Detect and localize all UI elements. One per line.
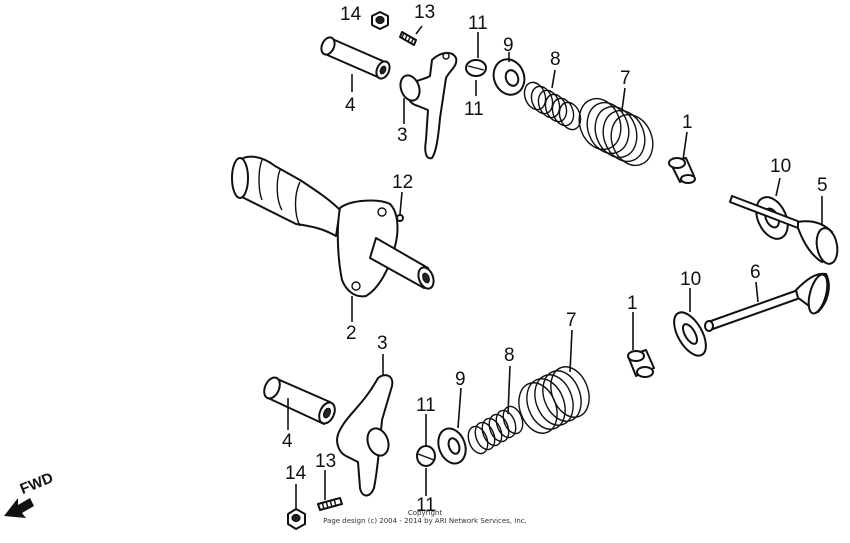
callout-3-top: 3 bbox=[397, 125, 408, 146]
valve-cotter-top bbox=[465, 59, 487, 77]
callout-7-bottom: 7 bbox=[566, 310, 577, 331]
rocker-arm-shaft-top bbox=[320, 36, 391, 80]
exhaust-valve bbox=[729, 195, 839, 265]
callout-1-bottom: 1 bbox=[627, 293, 638, 314]
spring-retainer-bottom bbox=[437, 427, 467, 465]
callout-9-top: 9 bbox=[503, 35, 514, 56]
intake-valve bbox=[704, 272, 830, 332]
callout-10-top: 10 bbox=[770, 156, 792, 177]
leader-lines bbox=[287, 25, 823, 510]
inner-spring-top bbox=[523, 81, 582, 131]
callout-4-top: 4 bbox=[345, 95, 356, 116]
outer-spring-top bbox=[578, 97, 654, 167]
callout-11-mid: 11 bbox=[464, 99, 484, 120]
callout-7-top: 7 bbox=[620, 68, 631, 89]
rocker-arm-bottom bbox=[336, 374, 394, 497]
copyright-line-1: Copyright bbox=[407, 509, 443, 517]
callout-10-bottom: 10 bbox=[680, 269, 702, 290]
callout-5: 5 bbox=[817, 175, 828, 196]
inner-spring-bottom bbox=[467, 405, 524, 455]
valve-stem-seal-top bbox=[668, 157, 696, 184]
lock-nut-top bbox=[371, 11, 389, 30]
lock-nut-bottom bbox=[287, 508, 306, 530]
callout-13-top: 13 bbox=[414, 2, 436, 23]
fwd-arrow-icon bbox=[4, 498, 34, 518]
callout-11-lowest: 11 bbox=[416, 495, 436, 516]
copyright-notice: Copyright Page design (c) 2004 - 2014 by… bbox=[300, 509, 550, 525]
camshaft-holder-flange bbox=[336, 199, 399, 298]
valve-washer-bottom bbox=[673, 311, 707, 357]
callout-2: 2 bbox=[346, 323, 357, 344]
callout-13-bottom: 13 bbox=[315, 451, 337, 472]
spring-retainer-top bbox=[492, 58, 526, 96]
callout-9-bottom: 9 bbox=[455, 369, 466, 390]
valve-cotter-bottom bbox=[416, 445, 436, 467]
rocker-arm-shaft-bottom bbox=[263, 376, 336, 425]
adjusting-screw-bottom bbox=[317, 497, 343, 511]
valve-stem-seal-bottom bbox=[627, 349, 655, 378]
camshaft-pin bbox=[369, 237, 435, 290]
adjusting-screw-top bbox=[399, 31, 417, 46]
rocker-arm-top bbox=[399, 52, 458, 160]
dowel-pin bbox=[396, 214, 404, 222]
callout-12: 12 bbox=[392, 172, 414, 193]
callout-11-top: 11 bbox=[468, 13, 488, 34]
callout-14-top: 14 bbox=[340, 4, 362, 25]
callout-6: 6 bbox=[750, 262, 761, 283]
callout-11-bottom: 11 bbox=[416, 395, 436, 416]
callout-4-bottom: 4 bbox=[282, 431, 293, 452]
copyright-line-2: Page design (c) 2004 - 2014 by ARI Netwo… bbox=[323, 517, 527, 525]
callout-14-bottom: 14 bbox=[285, 463, 307, 484]
callout-1-top: 1 bbox=[682, 112, 693, 133]
callout-3-bottom: 3 bbox=[377, 333, 388, 354]
outer-spring-bottom bbox=[518, 366, 590, 434]
camshaft bbox=[231, 155, 341, 237]
callout-8-bottom: 8 bbox=[504, 345, 515, 366]
callout-8-top: 8 bbox=[550, 49, 561, 70]
